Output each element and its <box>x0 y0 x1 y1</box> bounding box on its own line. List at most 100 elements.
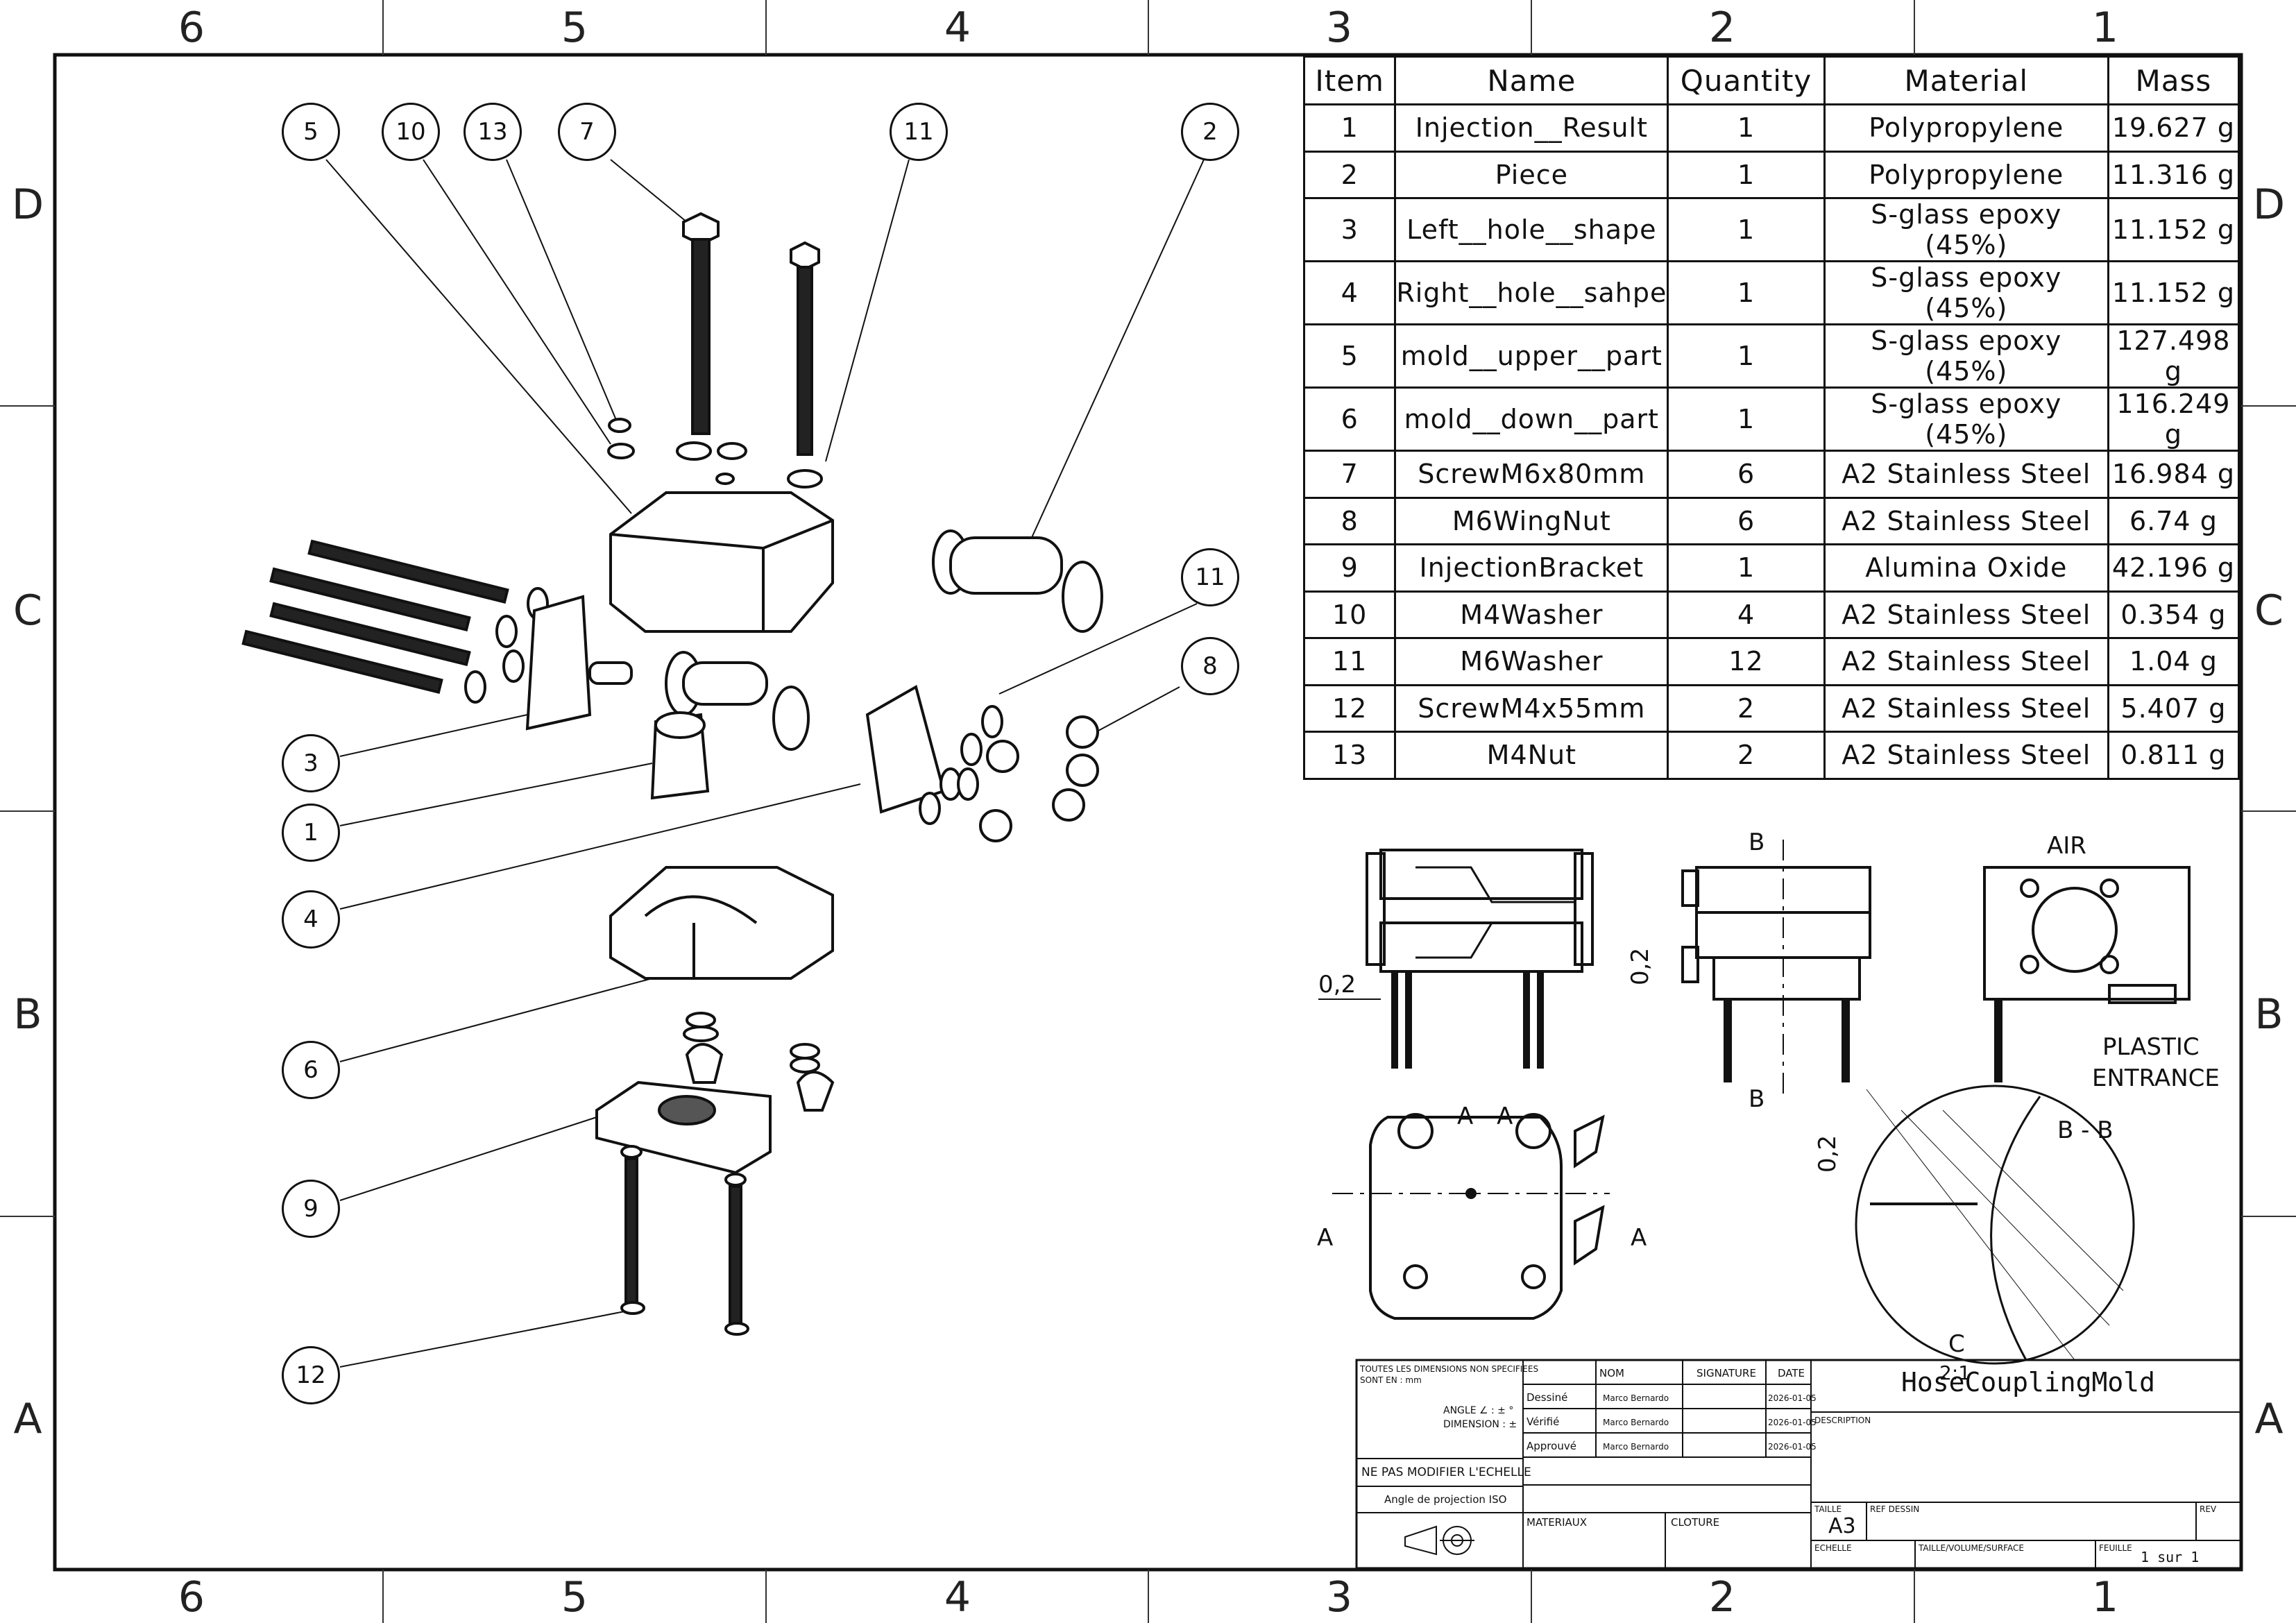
balloon-item-10: 10 <box>382 103 440 161</box>
row-verifie: Vérifié <box>1527 1416 1560 1428</box>
injection-result <box>650 651 810 800</box>
bom-cell-name: Injection__Result <box>1394 103 1669 153</box>
bom-cell-item: 10 <box>1302 590 1397 639</box>
bom-header-item: Item <box>1302 56 1397 105</box>
bom-cell-material: S-glass epoxy (45%) <box>1823 260 2109 325</box>
section-b-label-bottom: B <box>1749 1085 1764 1113</box>
mold-upper-part <box>609 491 834 633</box>
bom-cell-item: 8 <box>1302 496 1397 545</box>
injection-bracket <box>595 1080 772 1175</box>
drawing-title: HoseCouplingMold <box>1901 1367 2156 1397</box>
date-approuve: 2026-01-05 <box>1768 1442 1817 1452</box>
exploded-view <box>241 212 1103 1336</box>
author-verifie: Marco Bernardo <box>1603 1418 1669 1427</box>
section-aa-label: A - A <box>1457 1103 1513 1130</box>
row-dessine: Dessiné <box>1527 1391 1568 1404</box>
section-a-right: A <box>1631 1224 1647 1252</box>
bom-cell-name: M4Nut <box>1394 731 1669 780</box>
bom-cell-name: InjectionBracket <box>1394 543 1669 593</box>
zone-row-left-b: B <box>13 990 42 1039</box>
author-approuve: Marco Bernardo <box>1603 1442 1669 1452</box>
bom-cell-item: 9 <box>1302 543 1397 593</box>
zone-col-top-2: 2 <box>1708 3 1736 52</box>
bom-cell-material: S-glass epoxy (45%) <box>1823 323 2109 389</box>
zone-col-bottom-3: 3 <box>1325 1573 1353 1622</box>
bom-cell-mass: 0.811 g <box>2107 731 2240 780</box>
bom-cell-quantity: 6 <box>1667 496 1826 545</box>
bom-cell-item: 7 <box>1302 450 1397 499</box>
bom-cell-quantity: 1 <box>1667 150 1826 199</box>
bom-cell-quantity: 1 <box>1667 543 1826 593</box>
detail-c-label: C <box>1948 1330 1965 1358</box>
bom-cell-item: 1 <box>1302 103 1397 153</box>
zone-row-right-a: A <box>2254 1395 2284 1443</box>
date-verifie: 2026-01-05 <box>1768 1418 1817 1427</box>
bom-cell-item: 12 <box>1302 683 1397 733</box>
bom-cell-material: A2 Stainless Steel <box>1823 637 2109 686</box>
bom-cell-name: Left__hole__shape <box>1394 197 1669 262</box>
side-view <box>1681 840 1871 1096</box>
bom-cell-quantity: 1 <box>1667 323 1826 389</box>
bom-cell-name: M4Washer <box>1394 590 1669 639</box>
bom-cell-mass: 127.498 g <box>2107 323 2240 389</box>
detail-scale-label: 2:1 <box>1939 1361 1971 1384</box>
rev-label: REV <box>2200 1504 2217 1514</box>
bom-cell-name: M6WingNut <box>1394 496 1669 545</box>
bom-cell-name: ScrewM4x55mm <box>1394 683 1669 733</box>
bom-cell-item: 6 <box>1302 386 1397 452</box>
feuille-label: FEUILLE <box>2099 1543 2132 1553</box>
balloon-item-4: 4 <box>282 890 340 949</box>
top-view <box>1332 1113 1610 1320</box>
bom-cell-name: M6Washer <box>1394 637 1669 686</box>
balloon-item-11-right: 11 <box>1181 548 1239 606</box>
zone-row-left-a: A <box>13 1395 42 1443</box>
bom-cell-quantity: 6 <box>1667 450 1826 499</box>
description-label: DESCRIPTION <box>1814 1416 1871 1425</box>
col-date: DATE <box>1778 1367 1805 1379</box>
balloon-item-11-top: 11 <box>890 103 948 161</box>
zone-row-right-b: B <box>2254 990 2284 1039</box>
air-label: AIR <box>2047 832 2086 860</box>
bom-cell-material: Alumina Oxide <box>1823 543 2109 593</box>
zone-col-top-3: 3 <box>1325 3 1353 52</box>
bom-cell-item: 5 <box>1302 323 1397 389</box>
bom-cell-name: Piece <box>1394 150 1669 199</box>
bom-cell-material: Polypropylene <box>1823 150 2109 199</box>
plastic-entrance-label-1: PLASTIC <box>2102 1033 2200 1061</box>
zone-col-top-1: 1 <box>2091 3 2119 52</box>
angle-tolerance: ANGLE ∠ : ± ° <box>1443 1405 1514 1416</box>
zone-col-bottom-4: 4 <box>944 1573 971 1622</box>
bom-cell-mass: 11.152 g <box>2107 260 2240 325</box>
col-nom: NOM <box>1599 1367 1624 1379</box>
bom-cell-mass: 19.627 g <box>2107 103 2240 153</box>
zone-row-right-d: D <box>2252 180 2286 229</box>
bom-cell-mass: 16.984 g <box>2107 450 2240 499</box>
bom-cell-mass: 11.152 g <box>2107 197 2240 262</box>
bom-cell-material: Polypropylene <box>1823 103 2109 153</box>
bom-cell-mass: 116.249 g <box>2107 386 2240 452</box>
plastic-entrance-label-2: ENTRANCE <box>2092 1064 2220 1092</box>
bom-header-row: Item Name Quantity Material Mass <box>1302 56 2240 105</box>
balloon-item-7: 7 <box>558 103 616 161</box>
piece <box>932 529 1103 633</box>
no-scale-note: NE PAS MODIFIER L'ECHELLE <box>1361 1465 1531 1479</box>
bom-cell-item: 2 <box>1302 150 1397 199</box>
title-block <box>1355 1359 2243 1570</box>
zone-col-bottom-1: 1 <box>2091 1573 2119 1622</box>
bom-header-mass: Mass <box>2107 56 2240 105</box>
bom-cell-name: Right__hole__sahpe <box>1394 260 1669 325</box>
section-bb-label: B - B <box>2057 1116 2114 1144</box>
bom-cell-name: mold__down__part <box>1394 386 1669 452</box>
bom-cell-material: S-glass epoxy (45%) <box>1823 386 2109 452</box>
balloon-item-2: 2 <box>1181 103 1239 161</box>
bom-cell-item: 4 <box>1302 260 1397 325</box>
